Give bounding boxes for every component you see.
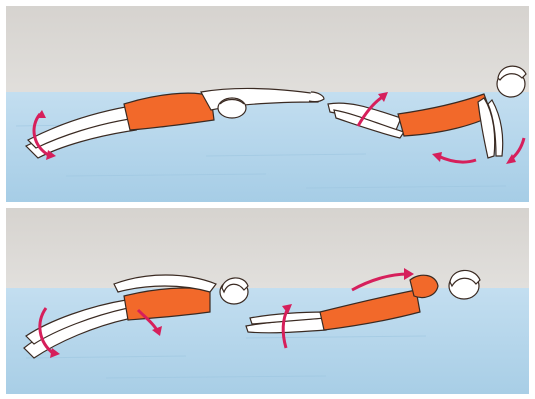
panel-bottom — [6, 208, 529, 394]
panel-top-scene — [6, 6, 529, 202]
panel-bottom-scene — [6, 208, 529, 394]
water-band — [6, 288, 529, 394]
sky-band — [6, 6, 529, 96]
panel-top — [6, 6, 529, 202]
